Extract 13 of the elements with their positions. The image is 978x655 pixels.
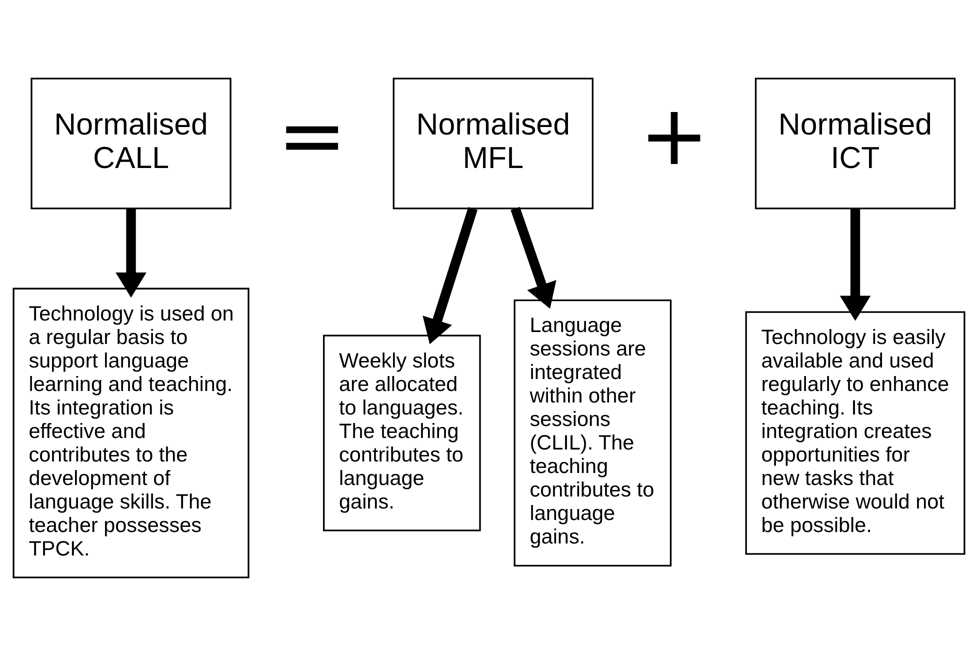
arrow <box>422 206 478 344</box>
node-box: Normalised CALL <box>30 77 232 209</box>
arrow <box>840 208 871 320</box>
node-box: Technology is used on a regular basis to support language learning and teaching. Its integration is effective and contributes to the development of language skills. The teacher possesses TPCK. <box>12 287 250 578</box>
node-box: Normalised MFL <box>392 77 594 209</box>
node-box: Technology is easily available and used regularly to enhance teaching. Its integration creates opportunities for new tasks that otherwise would not be possible. <box>745 310 966 554</box>
node-box: Weekly slots are allocated to languages. The teaching contributes to language gains. <box>323 334 481 531</box>
label: = <box>277 86 347 184</box>
node-box: Normalised ICT <box>754 77 956 209</box>
arrow <box>510 206 556 308</box>
arrow <box>116 208 146 298</box>
node-box: Language sessions are integrated within other sessions (CLIL). The teaching contributes to language gains. <box>514 299 672 566</box>
label: + <box>639 86 709 184</box>
